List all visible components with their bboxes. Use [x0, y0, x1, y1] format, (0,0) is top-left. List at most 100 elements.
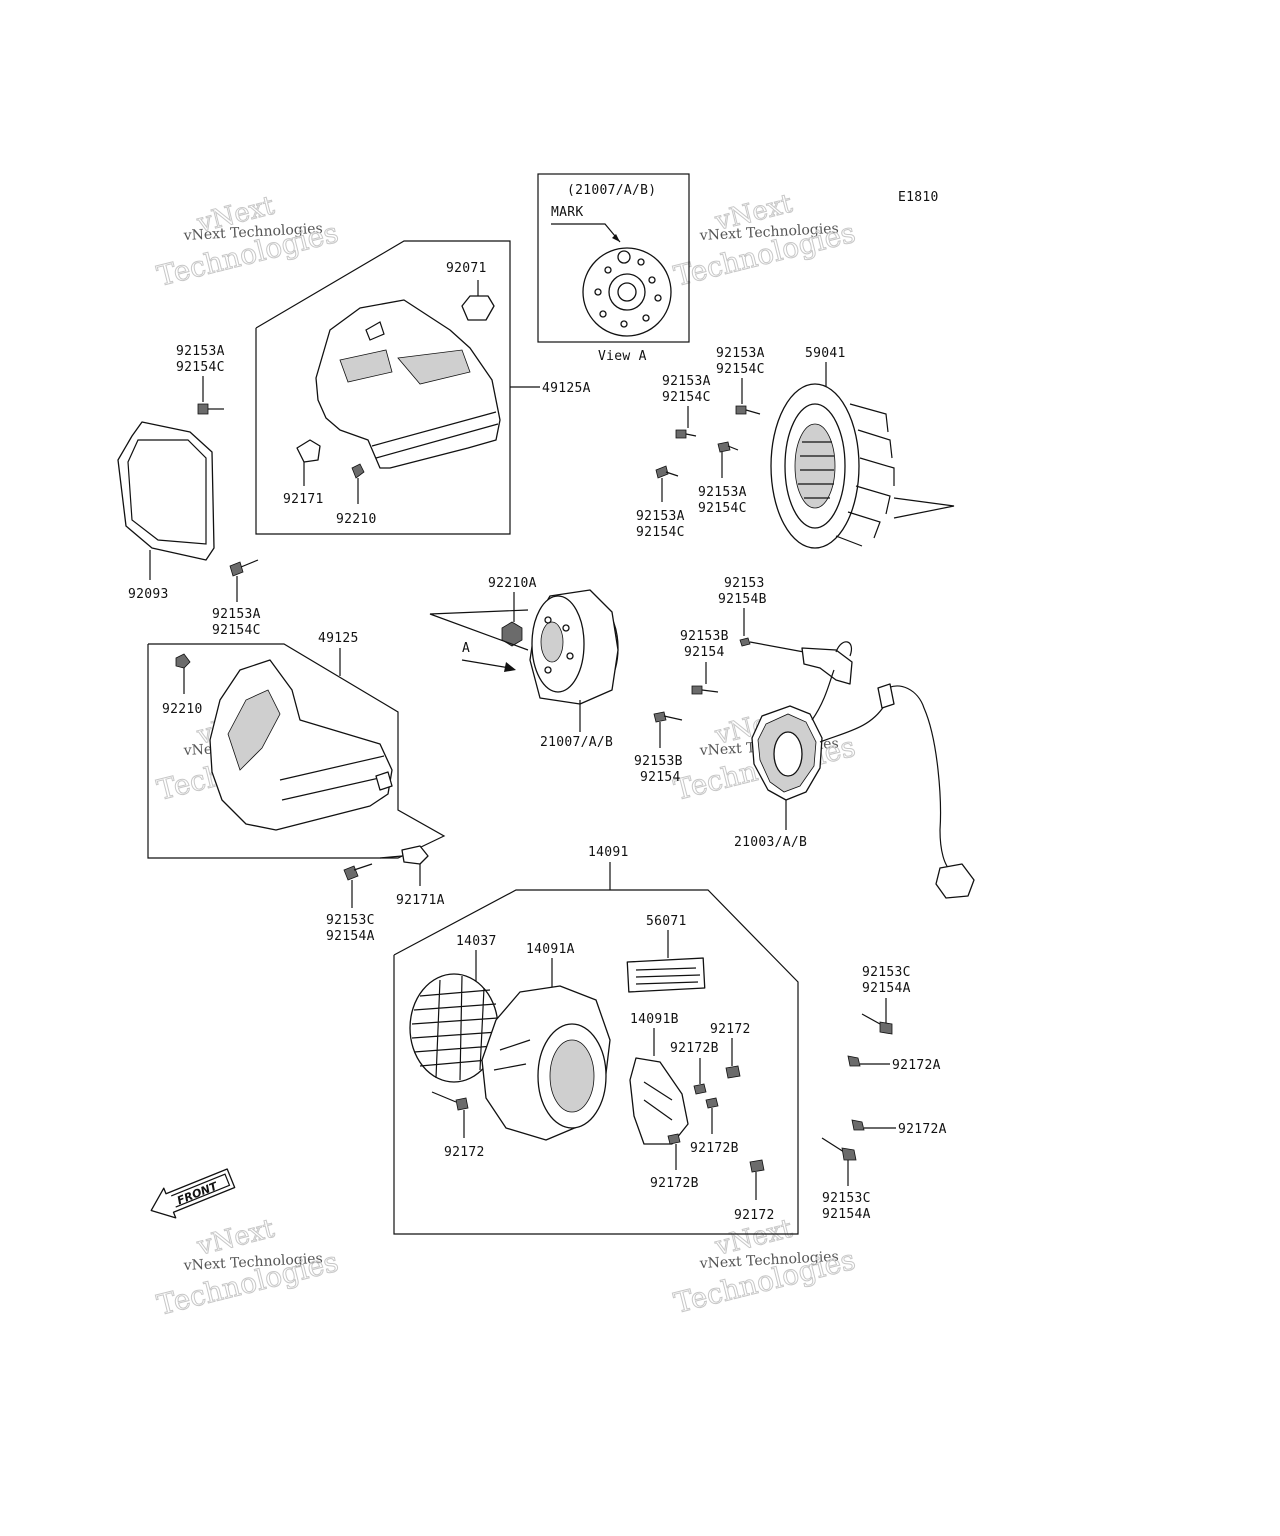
watermark-bottom-right: vNext vNext Technologies Technologies [670, 1213, 859, 1320]
label-59041: 59041 [805, 346, 846, 361]
label-92093: 92093 [128, 587, 169, 602]
label-92172A-a: 92172A [892, 1058, 941, 1073]
label-92172-a: 92172 [710, 1022, 751, 1037]
label-21003: 21003/A/B [734, 835, 807, 850]
screw-icon [739, 637, 751, 647]
view-a-inset: (21007/A/B) MARK View A [537, 173, 690, 364]
bolt-group-c: 92153C 92154A 92171A [326, 845, 445, 944]
label-92171: 92171 [283, 492, 324, 507]
mark-label: MARK [551, 205, 584, 220]
label-92154-a: 92154 [684, 645, 725, 660]
bolt-icon [675, 429, 687, 439]
label-92154A-c: 92154A [822, 1207, 871, 1222]
label-92172B-c: 92172B [650, 1176, 699, 1191]
label-92210A: 92210A [488, 576, 537, 591]
bolt-icon [653, 711, 667, 723]
label-92154C-a: 92154C [176, 360, 225, 375]
label-92153C-a: 92153C [326, 913, 375, 928]
label-21007: 21007/A/B [540, 735, 613, 750]
clip-92171-icon [296, 439, 321, 463]
bolt-group-a: 92153A 92154C [176, 344, 225, 415]
gasket-group: 92093 [117, 421, 215, 602]
label-14037: 14037 [456, 934, 497, 949]
watermark-top-left: vNext vNext Technologies Technologies [153, 190, 342, 293]
label-92154B: 92154B [718, 592, 767, 607]
label-92153B-b: 92153B [634, 754, 683, 769]
screw-icon [851, 1119, 865, 1131]
screw-icon [847, 1055, 861, 1067]
svg-text:vNext Technologies: vNext Technologies [182, 221, 323, 244]
label-92153A-c: 92153A [716, 346, 765, 361]
view-arrow-letter: A [462, 641, 470, 656]
label-56071: 56071 [646, 914, 687, 929]
label-92171A: 92171A [396, 893, 445, 908]
screw-icon [693, 1083, 707, 1095]
flywheel-group: 92210A A 21007/A/B [429, 576, 619, 750]
label-14091B: 14091B [630, 1012, 679, 1027]
svg-text:vNext Technologies: vNext Technologies [698, 1249, 839, 1272]
label-92154-b: 92154 [640, 770, 681, 785]
view-a-title: (21007/A/B) [567, 183, 656, 198]
label-92172B-b: 92172B [690, 1141, 739, 1156]
label-92154C-b: 92154C [212, 623, 261, 638]
bolt-icon [691, 685, 703, 695]
bolt-group-right: 92153C 92154A 92172A 92172A 92153C 92154… [821, 965, 946, 1222]
lower-shroud-group: 49125 92210 [147, 631, 446, 859]
label-92172-b: 92172 [444, 1145, 485, 1160]
nut-92210-icon [351, 463, 365, 479]
label-49125: 49125 [318, 631, 359, 646]
label-92071: 92071 [446, 261, 487, 276]
cap-14091B-icon [629, 1057, 689, 1145]
screw-icon [455, 1097, 469, 1111]
label-92153A-d: 92153A [662, 374, 711, 389]
svg-text:vNext Technologies: vNext Technologies [698, 221, 839, 244]
label-92153A-b: 92153A [212, 607, 261, 622]
bolt-icon [655, 465, 669, 479]
svg-text:vNext Technologies: vNext Technologies [182, 1251, 323, 1274]
nut-92210A-icon [501, 621, 523, 647]
clip-92210-icon [175, 653, 191, 669]
fan-group: 59041 92153A 92154C 92153A 92154C 92153A… [636, 346, 955, 549]
bolt-icon [343, 865, 359, 881]
connector-icon [935, 863, 975, 899]
label-14091: 14091 [588, 845, 629, 860]
label-92154C-e: 92154C [698, 501, 747, 516]
label-92154A-a: 92154A [326, 929, 375, 944]
label-92153C-b: 92153C [862, 965, 911, 980]
stator-group: 92153 92154B 92153B 92154 92153B 92154 2… [634, 576, 975, 899]
front-arrow: FRONT [150, 1168, 236, 1219]
screw-icon [667, 1133, 681, 1145]
label-92153A-a: 92153A [176, 344, 225, 359]
upper-shroud-group: 49125A 92071 92171 92210 [255, 240, 591, 535]
pickup-icon [801, 647, 853, 685]
recoil-cover-group: 14091 14037 14091A 56071 14091B 92172 92… [393, 845, 799, 1235]
label-92154A-b: 92154A [862, 981, 911, 996]
cap-92071-icon [461, 295, 495, 321]
label-92153: 92153 [724, 576, 765, 591]
label-92210-low: 92210 [162, 702, 203, 717]
label-92154C-c: 92154C [716, 362, 765, 377]
label-92153A-f: 92153A [636, 509, 685, 524]
bolt-icon [717, 441, 731, 453]
clamp-92171A-icon [401, 845, 429, 865]
label-14091A: 14091A [526, 942, 575, 957]
bolt-icon [841, 1147, 857, 1161]
bolt-group-b: 92153A 92154C [212, 559, 261, 638]
screw-icon [725, 1065, 741, 1079]
label-92154C-d: 92154C [662, 390, 711, 405]
label-92172-c: 92172 [734, 1208, 775, 1223]
bolt-icon [229, 561, 244, 577]
label-92153B-a: 92153B [680, 629, 729, 644]
upper-shroud-icon [315, 299, 501, 469]
label-49125A: 49125A [542, 381, 591, 396]
gasket-92093-icon [117, 421, 215, 561]
view-a-caption: View A [598, 349, 647, 364]
label-92154C-f: 92154C [636, 525, 685, 540]
watermark-top-right: vNext vNext Technologies Technologies [670, 188, 859, 293]
screw-icon [705, 1097, 719, 1109]
watermark-bottom-left: vNext vNext Technologies Technologies [153, 1213, 342, 1322]
screw-icon [749, 1159, 765, 1173]
label-92172B-a: 92172B [670, 1041, 719, 1056]
label-92210-top: 92210 [336, 512, 377, 527]
bolt-icon [735, 405, 747, 415]
